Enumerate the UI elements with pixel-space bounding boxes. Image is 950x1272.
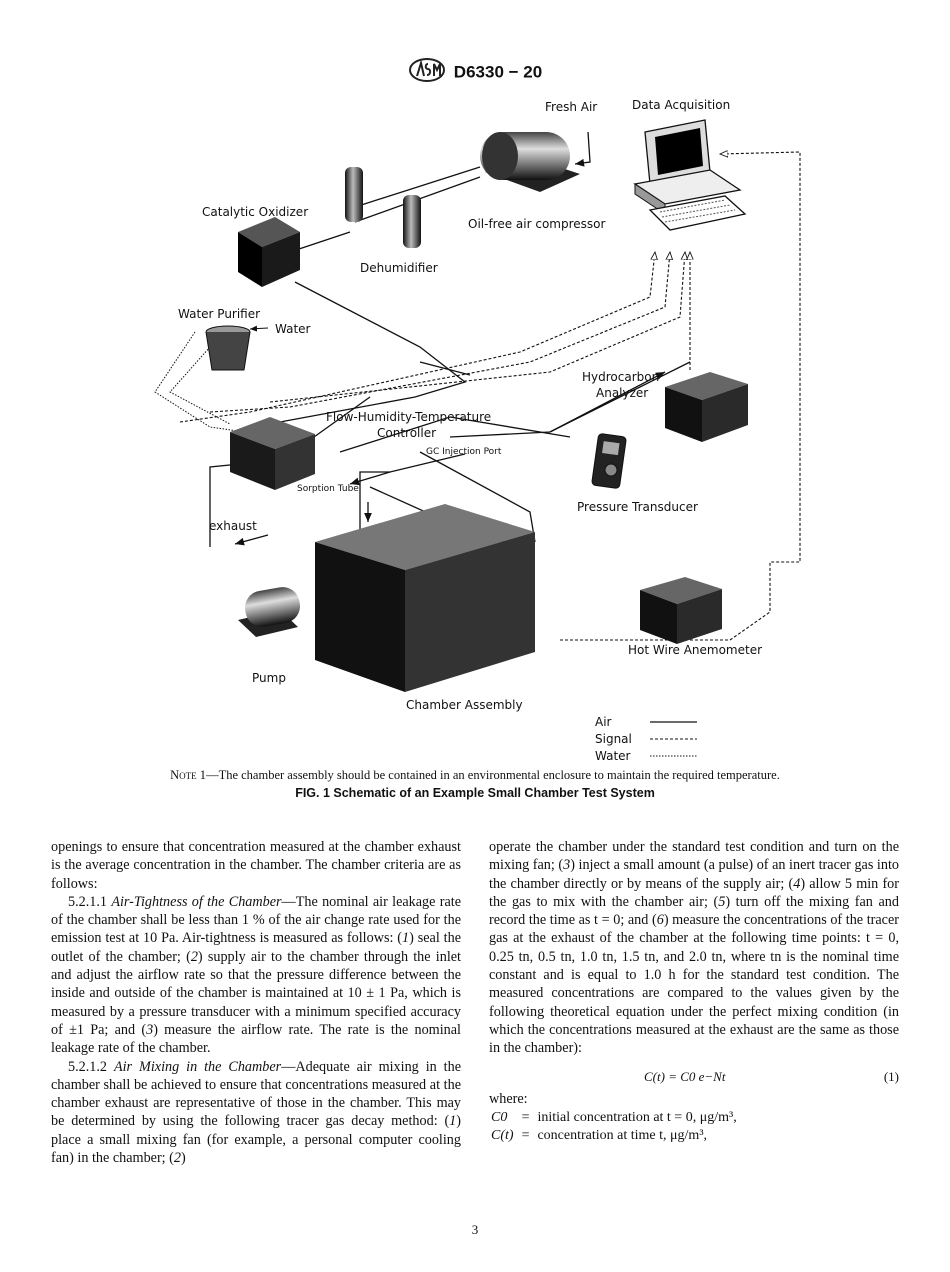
equation-1: C(t) = C0 e−Nt (1) [489,1068,899,1090]
label-flow-controller-2: Controller [377,426,436,440]
dehumidifier [345,167,421,248]
legend: Air Signal Water [595,715,697,763]
label-water: Water [275,322,311,336]
paragraph-air-tightness: 5.2.1.1 Air-Tightness of the Chamber—The… [51,893,461,1057]
flow-controller [230,417,315,490]
standard-code: D6330 − 20 [453,62,543,82]
label-data-acquisition: Data Acquisition [632,98,730,112]
astm-logo-icon [408,58,446,87]
chamber-assembly [315,504,535,692]
label-sorption-tube: Sorption Tube [297,484,359,494]
definition-row: C0=initial concentration at t = 0, μg/m³… [491,1109,737,1125]
water-lines [154,331,281,438]
right-column: operate the chamber under the standard t… [489,838,899,1146]
label-pressure-transducer: Pressure Transducer [577,500,698,514]
label-hydrocarbon-2: Analyzer [596,386,648,400]
paragraph-tracer-procedure: operate the chamber under the standard t… [489,839,900,1057]
legend-air: Air [595,715,612,729]
air-compressor [480,132,580,192]
page-header: D6330 − 20 [0,58,950,87]
where-label: where: [489,1090,528,1107]
paragraph-intro: openings to ensure that concentration me… [51,839,461,892]
label-pump: Pump [252,671,286,685]
pump [238,587,301,637]
label-gc-injection: GC Injection Port [426,447,502,457]
legend-water: Water [595,749,631,763]
catalytic-oxidizer [238,217,300,287]
schematic-figure: Fresh Air Data Acquisition Catalytic Oxi… [154,98,801,763]
water-purifier [205,325,269,371]
figure-caption: FIG. 1 Schematic of an Example Small Cha… [295,786,655,800]
hot-wire-anemometer [640,577,722,644]
label-hydrocarbon-1: Hydrocarbon [582,370,659,384]
left-column: openings to ensure that concentration me… [51,838,461,1167]
hydrocarbon-analyzer [665,372,748,442]
signal-lines [179,152,801,641]
label-oil-free-compressor: Oil-free air compressor [468,217,605,231]
figure-note: Note 1—The chamber assembly should be co… [0,768,950,783]
label-hot-wire-anemometer: Hot Wire Anemometer [628,643,762,657]
label-water-purifier: Water Purifier [178,307,260,321]
equation-number: (1) [883,1068,899,1084]
note-prefix: Note 1 [170,768,207,782]
note-text: —The chamber assembly should be containe… [206,768,780,782]
label-fresh-air: Fresh Air [545,100,597,114]
page-number: 3 [471,1222,479,1237]
label-chamber-assembly: Chamber Assembly [406,698,523,712]
definitions-table: C0=initial concentration at t = 0, μg/m³… [489,1108,745,1146]
paragraph-air-mixing: 5.2.1.2 Air Mixing in the Chamber—Adequa… [51,1058,461,1167]
definition-row: C(t)=concentration at time t, μg/m³, [491,1127,708,1143]
legend-signal: Signal [595,732,632,746]
label-catalytic-oxidizer: Catalytic Oxidizer [202,205,308,219]
label-flow-controller-1: Flow-Humidity-Temperature [326,410,491,424]
data-acquisition-computer [633,119,747,231]
label-exhaust: exhaust [209,519,257,533]
pressure-transducer [591,433,627,489]
equation-expression: C(t) = C0 e−Nt [644,1068,726,1084]
label-dehumidifier: Dehumidifier [360,261,438,275]
